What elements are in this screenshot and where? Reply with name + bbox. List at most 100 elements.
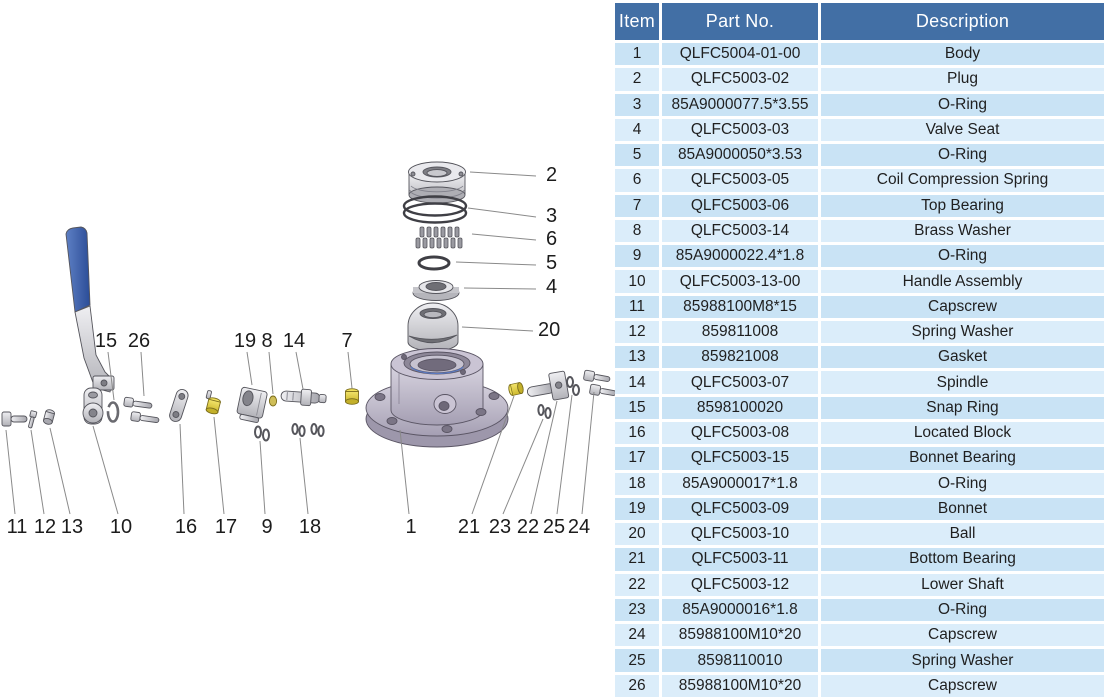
- description-cell: Coil Compression Spring: [821, 169, 1104, 192]
- callout-label: 25: [543, 516, 565, 538]
- callout-label: 13: [61, 516, 83, 538]
- part-no-cell: QLFC5003-11: [662, 548, 818, 571]
- callout-leader-line: [213, 416, 225, 515]
- part-no-cell: 85988100M10*20: [662, 674, 818, 697]
- part-no-cell: 85A9000016*1.8: [662, 598, 818, 622]
- part-no-cell: 8598100020: [662, 396, 818, 419]
- callout-leader-line: [463, 287, 537, 290]
- description-cell: Bottom Bearing: [821, 548, 1104, 571]
- part-no-cell: QLFC5003-15: [662, 447, 818, 470]
- item-cell: 13: [615, 346, 659, 369]
- callout-leader-line: [246, 351, 253, 386]
- callout-leader-line: [268, 351, 274, 395]
- description-cell: O-Ring: [821, 93, 1104, 116]
- callout-leader-line: [455, 261, 537, 266]
- part-no-cell: 859811008: [662, 320, 818, 344]
- description-cell: Bonnet Bearing: [821, 447, 1104, 470]
- o-ring-23-part: [537, 404, 552, 419]
- description-cell: O-Ring: [821, 472, 1104, 495]
- item-cell: 8: [615, 219, 659, 243]
- callout-label: 26: [128, 330, 150, 352]
- spindle-14-part: [280, 388, 327, 407]
- callout-label: 14: [283, 330, 305, 352]
- description-cell: Body: [821, 43, 1104, 66]
- part-no-cell: QLFC5003-03: [662, 118, 818, 142]
- callout-leader-line: [5, 429, 16, 515]
- description-cell: O-Ring: [821, 144, 1104, 167]
- callout-label: 11: [7, 516, 28, 538]
- item-cell: 3: [615, 93, 659, 116]
- description-cell: Capscrew: [821, 674, 1104, 697]
- callout-label: 10: [110, 516, 132, 538]
- description-cell: Gasket: [821, 346, 1104, 369]
- col-header-part-no: Part No.: [662, 3, 818, 40]
- callout-label: 17: [215, 516, 237, 538]
- callout-leader-line: [295, 351, 304, 390]
- callout-leader-line: [49, 427, 71, 515]
- callout-label: 7: [341, 330, 352, 352]
- callout-label: 15: [95, 330, 117, 352]
- handle-grip: [65, 226, 91, 313]
- item-cell: 7: [615, 194, 659, 217]
- item-cell: 14: [615, 371, 659, 394]
- callout-leader-line: [471, 233, 537, 241]
- callout-leader-line: [259, 440, 266, 515]
- description-cell: Valve Seat: [821, 118, 1104, 142]
- callout-label: 24: [568, 516, 590, 538]
- located-block-16-part: [169, 389, 189, 422]
- part-no-cell: 85988100M10*20: [662, 624, 818, 647]
- item-cell: 4: [615, 118, 659, 142]
- callout-leader-line: [92, 425, 119, 515]
- callout-leader-line: [299, 437, 309, 515]
- bonnet-bearing-17-part: [205, 390, 221, 415]
- callout-leader-line: [530, 400, 558, 515]
- item-cell: 12: [615, 320, 659, 344]
- part-no-cell: 85A9000050*3.53: [662, 144, 818, 167]
- callout-label: 23: [489, 516, 511, 538]
- handle-assembly-part: [65, 226, 115, 425]
- callout-leader-line: [469, 171, 537, 177]
- o-ring-3-part: [402, 195, 468, 224]
- lower-shaft-22-part: [526, 370, 570, 401]
- callout-leader-line: [471, 395, 515, 515]
- callout-label: 16: [175, 516, 197, 538]
- item-cell: 19: [615, 497, 659, 521]
- part-no-cell: QLFC5003-10: [662, 523, 818, 546]
- item-cell: 10: [615, 270, 659, 293]
- description-cell: Spring Washer: [821, 649, 1104, 672]
- callout-leader-line: [347, 351, 353, 389]
- callout-label: 8: [261, 330, 272, 352]
- item-cell: 1: [615, 43, 659, 66]
- part-no-cell: QLFC5003-06: [662, 194, 818, 217]
- item-cell: 2: [615, 68, 659, 91]
- callout-label: 19: [234, 330, 256, 352]
- part-no-cell: QLFC5003-09: [662, 497, 818, 521]
- item-cell: 23: [615, 598, 659, 622]
- part-no-cell: QLFC5003-13-00: [662, 270, 818, 293]
- item-cell: 17: [615, 447, 659, 470]
- item-cell: 20: [615, 523, 659, 546]
- bottom-bearing-21-part: [508, 382, 524, 396]
- callout-label: 20: [538, 319, 560, 341]
